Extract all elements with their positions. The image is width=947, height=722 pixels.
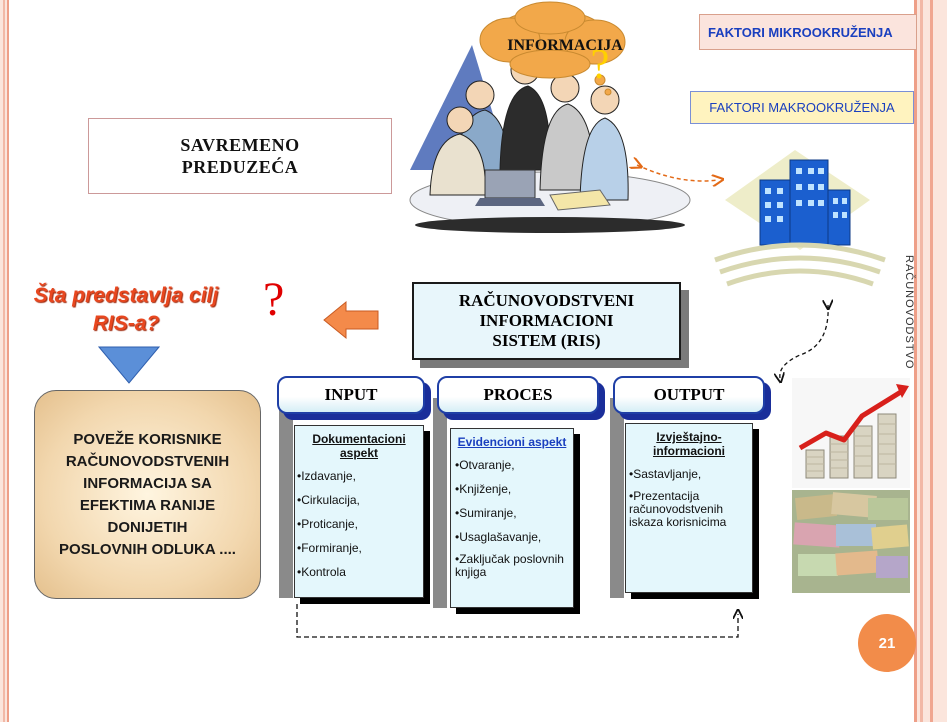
side-label-racunovodstvo: RAČUNOVODSTVO xyxy=(903,255,915,370)
page-border-left xyxy=(0,0,10,722)
proces-item: •Otvaranje, xyxy=(455,458,515,472)
input-column-back xyxy=(279,398,293,598)
question-line-1: Šta predstavlja cilj xyxy=(33,284,219,307)
proces-item: •Sumiranje, xyxy=(455,506,517,520)
output-title: Izvještajno-informacioni xyxy=(652,430,725,458)
goal-box: POVEŽE KORISNIKE RAČUNOVODSTVENIH INFORM… xyxy=(34,390,261,599)
ris-line-3: SISTEM (RIS) xyxy=(492,331,601,350)
question-mark: ? xyxy=(263,273,285,326)
output-item: •Sastavljanje, xyxy=(629,467,702,481)
savremeno-preduzeca-box: SAVREMENO PREDUZEĆA xyxy=(88,118,392,194)
input-item: •Kontrola xyxy=(297,565,346,579)
finance-illustration xyxy=(792,378,910,593)
business-team-illustration: ? INFORMACIJA xyxy=(409,1,691,233)
input-item: •Formiranje, xyxy=(297,541,362,555)
proces-column-back xyxy=(433,398,447,608)
output-item: •Prezentacija računovodstvenih iskaza ko… xyxy=(629,489,727,529)
proces-title: Evidencioni aspekt xyxy=(457,435,567,449)
ris-line-2: INFORMACIONI xyxy=(479,311,614,330)
output-column-back xyxy=(610,398,624,598)
proces-header: PROCES xyxy=(437,376,599,414)
proces-item: •Knjiženje, xyxy=(455,482,512,496)
input-title: Dokumentacioni aspekt xyxy=(312,432,406,460)
input-header: INPUT xyxy=(277,376,425,414)
question-line-2: RIS-a? xyxy=(92,312,160,335)
proces-body: Evidencioni aspekt •Otvaranje, •Knjiženj… xyxy=(450,428,574,608)
output-header: OUTPUT xyxy=(613,376,765,414)
page-number-badge: 21 xyxy=(858,614,916,672)
proces-item: •Usaglašavanje, xyxy=(455,530,542,544)
arrow-left-icon xyxy=(323,300,379,340)
input-item: •Proticanje, xyxy=(297,517,358,531)
input-body: Dokumentacioni aspekt •Izdavanje, •Cirku… xyxy=(294,425,424,598)
faktori-makrookruzenja-box: FAKTORI MAKROOKRUŽENJA xyxy=(690,91,914,124)
input-item: •Cirkulacija, xyxy=(297,493,360,507)
building-illustration xyxy=(714,150,886,287)
information-question-mark: ? xyxy=(591,42,610,88)
page-border-right xyxy=(910,0,947,722)
informacija-label: INFORMACIJA xyxy=(507,37,623,54)
ris-box: RAČUNOVODSTVENI INFORMACIONI SISTEM (RIS… xyxy=(412,282,681,360)
output-body: Izvještajno-informacioni •Sastavljanje, … xyxy=(625,423,753,593)
input-item: •Izdavanje, xyxy=(297,469,356,483)
ris-line-1: RAČUNOVODSTVENI xyxy=(458,291,635,310)
proces-item: •Zaključak poslovnih knjiga xyxy=(455,552,564,579)
question-block: Šta predstavlja cilj RIS-a? xyxy=(6,282,246,338)
faktori-mikrookruzenja-box: FAKTORI MIKROOKRUŽENJA xyxy=(699,14,917,50)
triangle-down-icon xyxy=(98,346,160,384)
